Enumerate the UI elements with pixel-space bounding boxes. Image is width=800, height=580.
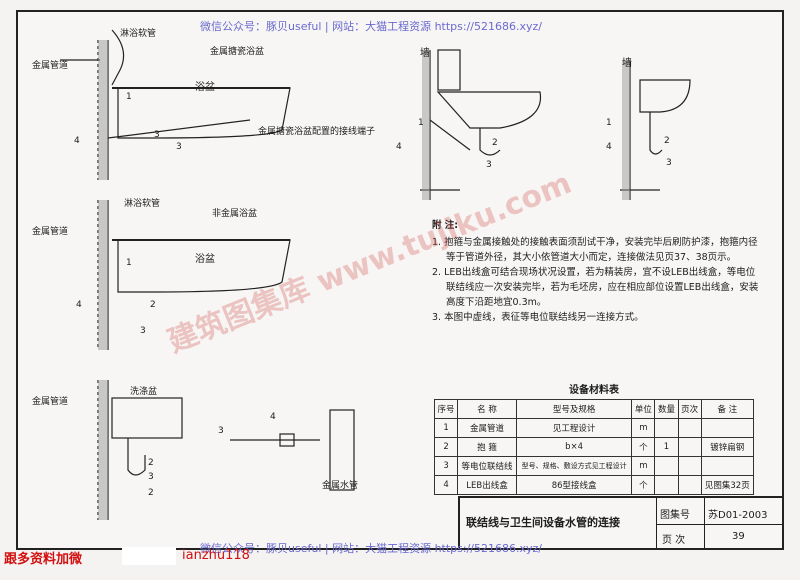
fig3-water-pipe-label: 金属水管 [322,481,359,491]
table-cell: m [631,456,656,476]
table-cell [700,418,755,438]
note-item: 2. LEB出线盒可结合现场状况设置，若为精装房，宜不设LEB出线盒，等电位联结… [432,267,759,308]
fig5-callout-3: 3 [666,158,672,168]
table-cell: 86型接线盒 [515,475,633,495]
note-item: 1. 抱箍与金属接触处的接触表面须刮试干净，安装完毕后刷防护漆，抱箍内径等于管道… [432,237,758,263]
fig3-callout-4: 4 [270,412,276,422]
fig1-enamel-tub-label: 金属搪瓷浴盆 [210,47,265,57]
fig2-callout-1: 1 [126,258,132,268]
table-cell [677,418,702,438]
table-row: 2 抱 箍 b×4 个 1 镀锌扁钢 [433,437,755,457]
fig2-callout-2: 2 [150,300,156,310]
fig5-callout-2: 2 [664,136,670,146]
table-cell: 镀锌扁钢 [700,437,755,457]
col-header: 数量 [654,399,679,419]
table-cell: 金属管道 [457,418,517,438]
fig2-shower-hose-label: 淋浴软管 [124,199,161,209]
table-cell [677,437,702,457]
fig4-wall-label: 墙 [420,48,430,59]
atlas-label: 图集号 [660,510,690,521]
col-header: 页次 [677,399,702,419]
note-item: 3. 本图中虚线，表征等电位联结线另一连接方式。 [432,312,644,323]
table-cell: m [631,418,656,438]
notes: 附 注: 1. 抱箍与金属接触处的接触表面须刮试干净，安装完毕后刷防护漆，抱箍内… [432,218,762,325]
table-cell: 等电位联结线 [457,456,517,476]
fig4-callout-3: 3 [486,160,492,170]
table-header-row: 序号 名 称 型号及规格 单位 数量 页次 备 注 [433,399,755,419]
table-cell: 抱 箍 [457,437,517,457]
page-label: 页 次 [662,535,686,546]
table-cell: 4 [433,475,459,495]
table-cell [700,456,755,476]
fig4-callout-4: 4 [396,142,402,152]
table-cell [654,418,679,438]
table-cell [677,456,702,476]
notes-heading: 附 注: [432,220,459,231]
table-cell: 1 [433,418,459,438]
table-cell: b×4 [515,437,633,457]
fig3-callout-3a: 3 [148,472,154,482]
fig2-metal-pipe-label: 金属管道 [32,227,69,237]
fig1-callout-1: 1 [126,92,132,102]
fig4-callout-1: 1 [418,118,424,128]
redacted-box [122,547,176,565]
footer-wechat-id: ianzhu118 [182,548,250,563]
table-cell [654,456,679,476]
fig3-callout-2b: 2 [148,488,154,498]
fig3-callout-2a: 2 [148,458,154,468]
top-watermark: 微信公众号：豚贝useful | 网站：大猫工程资源 https://52168… [200,20,542,33]
table-cell [677,475,702,495]
table-cell: 3 [433,456,459,476]
table-cell: 1 [654,437,679,457]
materials-caption: 设备材料表 [569,385,619,396]
fig3-metal-pipe-label: 金属管道 [32,397,69,407]
table-cell [654,475,679,495]
page-number: 39 [732,531,745,542]
fig1-callout-4: 4 [74,136,80,146]
fig3-basin-label: 洗涤盆 [130,387,158,397]
fig1-callout-3b: 3 [176,142,182,152]
bottom-watermark: 微信公众号：豚贝useful | 网站：大猫工程资源 https://52168… [200,542,542,555]
fig1-shower-hose-label: 淋浴软管 [120,29,157,39]
table-cell: 型号、规格、敷设方式见工程设计 [515,456,633,476]
table-cell: 见工程设计 [515,418,633,438]
fig2-tub-label: 浴盆 [195,254,215,265]
footer-follow-text: 跟多资料加微 [4,552,83,567]
table-cell: LEB出线盒 [457,475,517,495]
fig1-metal-pipe-label: 金属管道 [32,61,69,71]
fig1-callout-3a: 3 [154,130,160,140]
col-header: 序号 [433,399,459,419]
table-row: 1 金属管道 见工程设计 m [433,418,755,438]
title-block: 联结线与卫生间设备水管的连接 图集号 苏D01-2003 页 次 39 [458,496,784,550]
fig1-tub-label: 浴盆 [195,82,215,93]
table-row: 4 LEB出线盒 86型接线盒 个 见图集32页 [433,475,755,495]
fig5-wall-label: 墙 [622,58,632,69]
fig2-callout-3: 3 [140,326,146,336]
col-header: 备 注 [700,399,755,419]
fig2-callout-4: 4 [76,300,82,310]
fig5-callout-1: 1 [606,118,612,128]
table-cell: 个 [631,437,656,457]
drawing-title: 联结线与卫生间设备水管的连接 [466,516,620,529]
fig3-callout-3b: 3 [218,426,224,436]
fig5-callout-4: 4 [606,142,612,152]
fig1-terminal-label: 金属搪瓷浴盆配置的接线端子 [258,127,376,137]
fig2-non-metal-tub-label: 非金属浴盆 [212,209,258,219]
materials-table: 设备材料表 序号 名 称 型号及规格 单位 数量 页次 备 注 1 金属管道 见… [433,378,755,495]
table-row: 3 等电位联结线 型号、规格、敷设方式见工程设计 m [433,456,755,476]
table-cell: 2 [433,437,459,457]
table-cell: 个 [631,475,656,495]
col-header: 名 称 [457,399,517,419]
col-header: 型号及规格 [515,399,633,419]
col-header: 单位 [631,399,656,419]
atlas-number: 苏D01-2003 [708,510,768,521]
table-cell: 见图集32页 [700,475,755,495]
fig4-callout-2: 2 [492,138,498,148]
